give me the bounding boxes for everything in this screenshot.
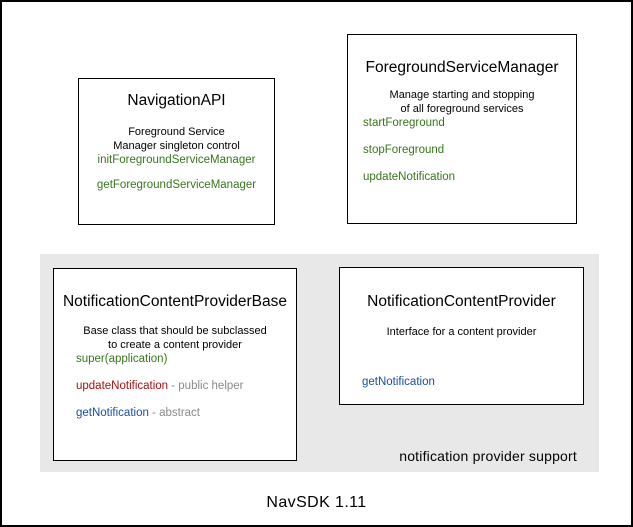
class-description: Manage starting and stopping of all fore… [389,89,535,115]
method-suffix: - abstract [148,407,201,419]
method-name: startForeground [363,117,445,129]
method-suffix: - public helper [168,380,244,392]
class-title: NotificationContentProviderBase [62,293,287,310]
class-box-foreground-service-manager: ForegroundServiceManager Manage starting… [347,34,577,224]
class-description: Foreground Service Manager singleton con… [113,126,240,152]
method-name: updateNotification [76,380,169,392]
method-init-foreground-service-manager: initForegroundServiceManager [79,153,274,167]
sdk-version-label: NavSDK 1.11 [266,494,367,511]
method-name: super(application) [76,353,168,365]
method-get-notification: getNotification - abstract [54,406,296,420]
class-description: Base class that should be subclassed to … [83,325,267,351]
class-box-notification-content-provider-base: NotificationContentProviderBase Base cla… [53,268,297,461]
method-update-notification: updateNotification [348,170,576,184]
method-name: getForegroundServiceManager [96,179,257,191]
method-get-notification: getNotification [340,375,583,389]
method-update-notification: updateNotification - public helper [54,379,296,393]
method-stop-foreground: stopForeground [348,143,576,157]
method-super-application: super(application) [54,352,296,366]
method-name: getNotification [76,407,149,419]
class-title: NotificationContentProvider [367,293,556,310]
region-label: notification provider support [399,448,577,464]
method-start-foreground: startForeground [348,116,576,130]
method-name: initForegroundServiceManager [97,154,256,166]
class-description: Interface for a content provider [386,326,537,338]
method-name: stopForeground [363,144,445,156]
class-title: ForegroundServiceManager [365,59,559,76]
method-name: updateNotification [363,171,456,183]
class-box-navigation-api: NavigationAPI Foreground Service Manager… [78,78,275,225]
class-title: NavigationAPI [127,92,226,109]
method-get-foreground-service-manager: getForegroundServiceManager [79,178,274,192]
method-name: getNotification [362,376,435,388]
class-box-notification-content-provider: NotificationContentProvider Interface fo… [339,267,584,405]
